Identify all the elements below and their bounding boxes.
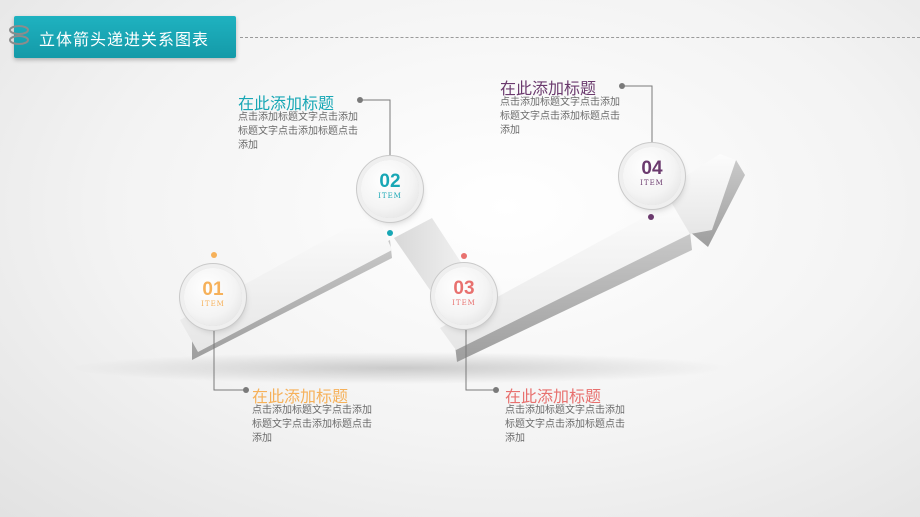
- item-04-title: 在此添加标题: [500, 79, 597, 98]
- arrowhead-top: [664, 154, 736, 234]
- item-03-desc: 点击添加标题文字点击添加标题文字点击添加标题点击添加: [505, 405, 625, 444]
- floor-shadow: [70, 352, 730, 384]
- node-01-caption: ITEM: [201, 300, 225, 308]
- node-03-dot: [461, 253, 467, 259]
- connector-02: [362, 99, 391, 160]
- connector-01: [213, 330, 246, 391]
- header-divider: [240, 37, 920, 38]
- item-02-desc: 点击添加标题文字点击添加标题文字点击添加标题点击添加: [238, 112, 358, 151]
- item-03-title: 在此添加标题: [505, 387, 602, 406]
- item-02-title: 在此添加标题: [238, 94, 335, 113]
- binder-ring-icon: [9, 25, 29, 45]
- page-title: 立体箭头递进关系图表: [39, 30, 210, 49]
- node-03-number: 03: [453, 278, 475, 299]
- connector-03: [465, 330, 496, 391]
- node-04: 04 ITEM: [623, 147, 681, 205]
- node-01-number: 01: [202, 279, 224, 300]
- node-02-number: 02: [379, 171, 401, 192]
- node-02-dot: [387, 230, 393, 236]
- title-banner: 立体箭头递进关系图表: [14, 16, 236, 58]
- connector-end-02: [357, 97, 363, 103]
- node-04-dot: [648, 214, 654, 220]
- connector-end-03: [493, 387, 499, 393]
- connector-end-04: [619, 83, 625, 89]
- node-01: 01 ITEM: [184, 268, 242, 326]
- arrow-segment-3-side: [455, 232, 692, 362]
- node-03: 03 ITEM: [435, 267, 493, 325]
- connector-04: [622, 85, 653, 142]
- node-01-dot: [211, 252, 217, 258]
- node-04-number: 04: [641, 158, 663, 179]
- node-03-caption: ITEM: [452, 299, 476, 307]
- node-02: 02 ITEM: [361, 160, 419, 218]
- node-04-caption: ITEM: [640, 179, 664, 187]
- item-01-desc: 点击添加标题文字点击添加标题文字点击添加标题点击添加: [252, 405, 372, 444]
- arrow-segment-3-top: [440, 200, 690, 350]
- connector-end-01: [243, 387, 249, 393]
- item-04-desc: 点击添加标题文字点击添加标题文字点击添加标题点击添加: [500, 97, 620, 136]
- item-01-title: 在此添加标题: [252, 387, 349, 406]
- node-02-caption: ITEM: [378, 192, 402, 200]
